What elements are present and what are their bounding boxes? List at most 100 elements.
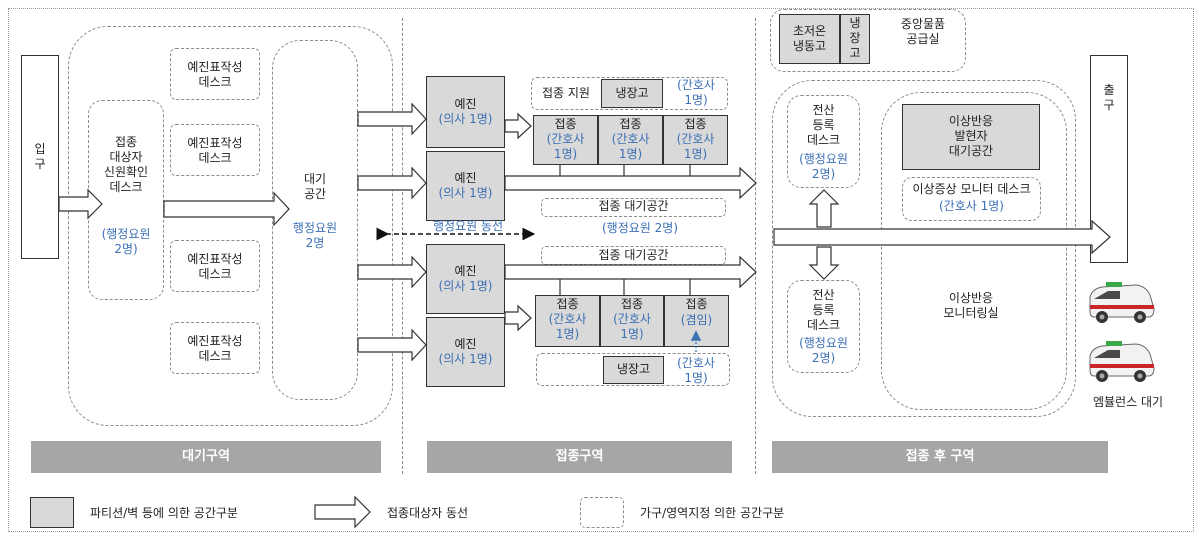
monitor-desk-staff: (간호사 1명) (939, 199, 1004, 213)
zone-bar-vaccination: 접종구역 (427, 441, 732, 473)
ultra-freezer (779, 14, 840, 64)
waiting-space-area (272, 40, 358, 400)
exam-room-1-title: 예진 (454, 97, 477, 111)
support-staff: (간호사 1명) (677, 78, 715, 107)
reg-desk-bottom-title: 전산 등록 데스크 (806, 288, 841, 332)
entrance-label: 입 구 (34, 142, 46, 171)
supply-room-label: 중앙물품 공급실 (900, 17, 946, 46)
flow-arrow (773, 219, 1111, 255)
zone-divider-2 (755, 18, 756, 474)
screening-desk-3 (170, 240, 260, 292)
ambulance-icon (1089, 341, 1155, 382)
reg-desk-top-title: 전산 등록 데스크 (806, 103, 841, 147)
fridge-top (601, 79, 663, 108)
booth-top-1-title: 접종 (554, 117, 577, 131)
identity-desk-staff: (행정요원 2명) (101, 227, 151, 256)
flow-arrow (58, 188, 103, 220)
booth-bottom-2 (600, 295, 664, 347)
exam-room-1: 예진 (의사 1명) (426, 76, 505, 148)
flow-arrow (808, 189, 840, 228)
screening-desk-2-label: 예진표작성 데스크 (187, 136, 243, 165)
booth-bottom-2-staff: (간호사 1명) (613, 312, 651, 341)
ultra-freezer-label: 초저온 냉동고 (792, 24, 827, 53)
booth-top-2-staff: (간호사 1명) (611, 132, 650, 161)
ambulance-label: 엠뷸런스 대기 (1092, 395, 1164, 409)
flow-arrow (504, 166, 757, 200)
exam-room-3-title: 예진 (454, 264, 477, 278)
booth-bottom-3-title: 접종 (685, 297, 708, 311)
flow-arrow (808, 246, 840, 280)
exam-room-3-staff: (의사 1명) (438, 279, 493, 293)
legend-partition-swatch (30, 497, 74, 528)
screening-desk-2 (170, 124, 260, 176)
exam-room-2-staff: (의사 1명) (438, 186, 493, 200)
reg-desk-top (787, 95, 860, 188)
exam-room-2-title: 예진 (454, 171, 477, 185)
booth-top-2 (598, 115, 663, 165)
legend-furniture-label: 가구/영역지정 의한 공간구분 (640, 506, 785, 520)
waiting-zone-outline (68, 26, 393, 426)
screening-desk-3-label: 예진표작성 데스크 (187, 252, 243, 281)
support-area-bottom (536, 353, 730, 386)
exam-room-2: 예진 (의사 1명) (426, 151, 505, 221)
waiting-space-staff: 행정요원 2명 (292, 221, 338, 250)
waiting-space-label: 대기 공간 (303, 172, 327, 201)
zone-bar-post: 접종 후 구역 (772, 441, 1108, 473)
post-fridge-label: 냉 장 고 (849, 16, 861, 60)
flow-arrow (357, 166, 427, 200)
legend-flow-label: 접종대상자 동선 (387, 506, 469, 520)
post-fridge (840, 14, 870, 64)
booth-top-2-title: 접종 (619, 117, 642, 131)
flow-arrow (504, 112, 532, 140)
flow-arrow (504, 255, 757, 289)
flow-arrow (504, 304, 532, 332)
booth-top-3-title: 접종 (684, 117, 707, 131)
screening-desk-4-label: 예진표작성 데스크 (187, 334, 243, 363)
identity-desk-label: 접종 대상자 신원확인 데스크 (103, 135, 149, 194)
diagram-frame (8, 8, 1194, 532)
reg-desk-bottom-staff: (행정요원 2명) (799, 336, 848, 365)
fridge-bottom-label: 냉장고 (616, 362, 651, 376)
screening-desk-4 (170, 322, 260, 374)
monitor-desk (902, 177, 1041, 221)
booth-bottom-2-title: 접종 (620, 297, 644, 311)
exam-room-4: 예진 (의사 1명) (426, 317, 505, 387)
exit-label: 출 구 (1103, 83, 1115, 112)
legend-furniture-swatch (580, 497, 624, 528)
monitoring-room-area (881, 92, 1067, 410)
flow-arrow (357, 102, 427, 136)
exam-room-4-title: 예진 (454, 337, 477, 351)
booth-bottom-1-title: 접종 (556, 297, 579, 311)
reg-desk-top-staff: (행정요원 2명) (799, 152, 848, 181)
booth-top-1 (533, 115, 598, 165)
flow-arrow (559, 279, 691, 295)
monitor-desk-label: 이상증상 모니터 데스크 (912, 182, 1031, 196)
booth-bottom-3-staff: (겸임) (680, 313, 713, 327)
reaction-waiting-label: 이상반응 발현자 대기공간 (948, 114, 994, 158)
vaccine-waiting-upper-label: 접종 대기공간 (598, 199, 669, 213)
booth-bottom-1-staff: (간호사 1명) (548, 312, 587, 341)
exam-room-1-staff: (의사 1명) (438, 112, 493, 126)
support-label: 접종 지원 (542, 86, 590, 100)
legend-partition-label: 파티션/벽 등에 의한 공간구분 (90, 506, 238, 520)
reaction-waiting-space (902, 104, 1040, 170)
exam-room-4-staff: (의사 1명) (438, 352, 493, 366)
screening-desk-1 (170, 48, 260, 100)
vaccine-waiting-lower-label: 접종 대기공간 (598, 248, 669, 262)
vaccine-waiting-upper (541, 198, 726, 217)
booth-top-3-staff: (간호사 1명) (676, 132, 715, 161)
flow-arrow (163, 191, 290, 227)
flow-arrow (559, 165, 691, 176)
exam-room-3: 예진 (의사 1명) (426, 244, 505, 314)
booth-top-3 (663, 115, 728, 165)
ambulance-icon (1089, 282, 1155, 323)
fridge-top-label: 냉장고 (615, 86, 649, 100)
fridge-bottom-staff: (간호사 1명) (677, 356, 715, 385)
booth-bottom-1 (535, 295, 600, 347)
flow-arrow (357, 255, 427, 289)
flow-arrow (357, 328, 427, 362)
zone-divider-1 (402, 18, 403, 474)
